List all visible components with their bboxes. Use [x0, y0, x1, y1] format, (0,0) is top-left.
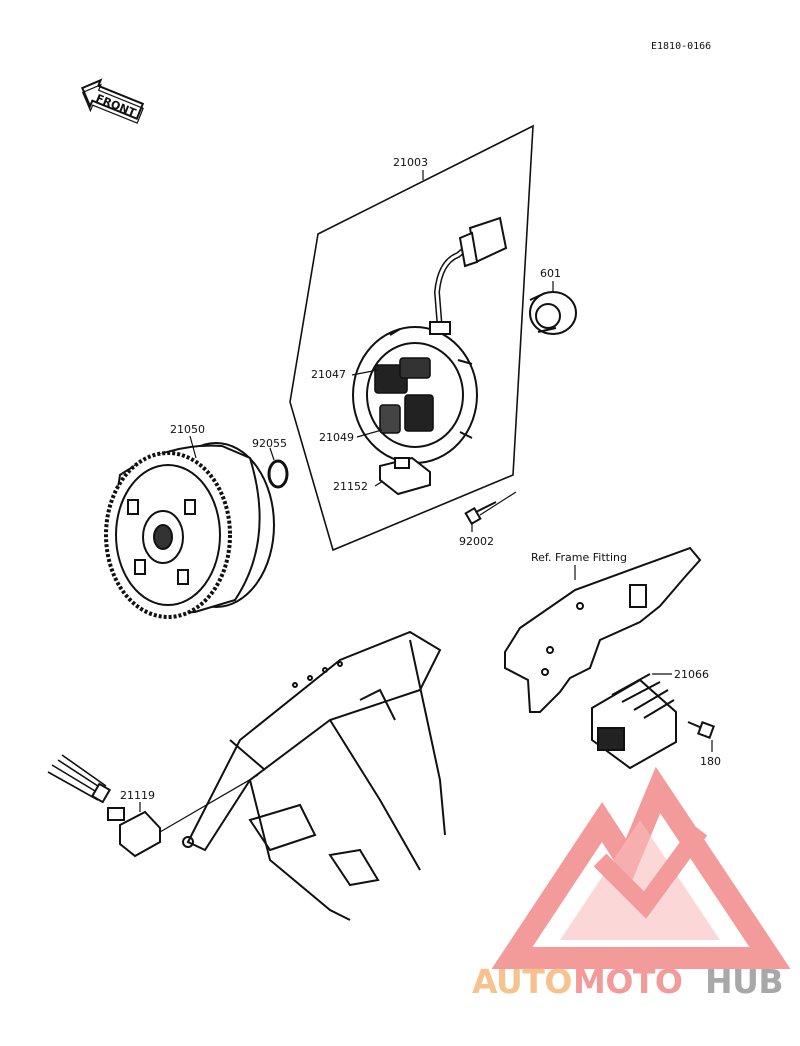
label-21050: 21050 — [170, 423, 205, 436]
label-92055: 92055 — [252, 437, 287, 450]
watermark-text-moto: MOTO — [573, 962, 682, 1001]
label-601: 601 — [540, 267, 561, 280]
washer — [267, 459, 289, 489]
stator-coils — [374, 357, 434, 434]
label-21152: 21152 — [333, 480, 368, 493]
bolt-92002 — [464, 501, 497, 526]
part-labels: 21003 601 21047 21049 21152 92002 21050 … — [120, 156, 721, 802]
pickup-coil — [379, 456, 431, 496]
bearing — [529, 291, 577, 335]
vehicle-frame — [182, 630, 446, 921]
diagram-code: E1810-0166 — [651, 41, 711, 52]
frame-bracket — [504, 546, 702, 713]
label-92002: 92002 — [459, 535, 494, 548]
watermark-text-auto: AUTO — [472, 962, 572, 1001]
watermark-logo: AUTO MOTO HUB — [472, 766, 791, 1001]
label-180: 180 — [700, 755, 721, 768]
watermark-text-hub: HUB — [705, 962, 783, 1001]
flywheel — [104, 442, 275, 619]
label-21047: 21047 — [311, 368, 346, 381]
leader-lines — [139, 170, 713, 833]
front-arrow-icon — [81, 78, 145, 124]
label-ref-frame-fitting: Ref. Frame Fitting — [531, 551, 627, 564]
regulator-rectifier — [591, 673, 677, 770]
relay — [47, 754, 161, 858]
stator-connector — [458, 216, 508, 268]
label-21119: 21119 — [120, 789, 155, 802]
label-21049: 21049 — [319, 431, 354, 444]
stator-assembly-outline — [289, 124, 534, 552]
label-21066: 21066 — [674, 668, 709, 681]
bolt-180 — [687, 721, 715, 739]
label-21003: 21003 — [393, 156, 428, 169]
harness-clamp — [429, 321, 451, 335]
